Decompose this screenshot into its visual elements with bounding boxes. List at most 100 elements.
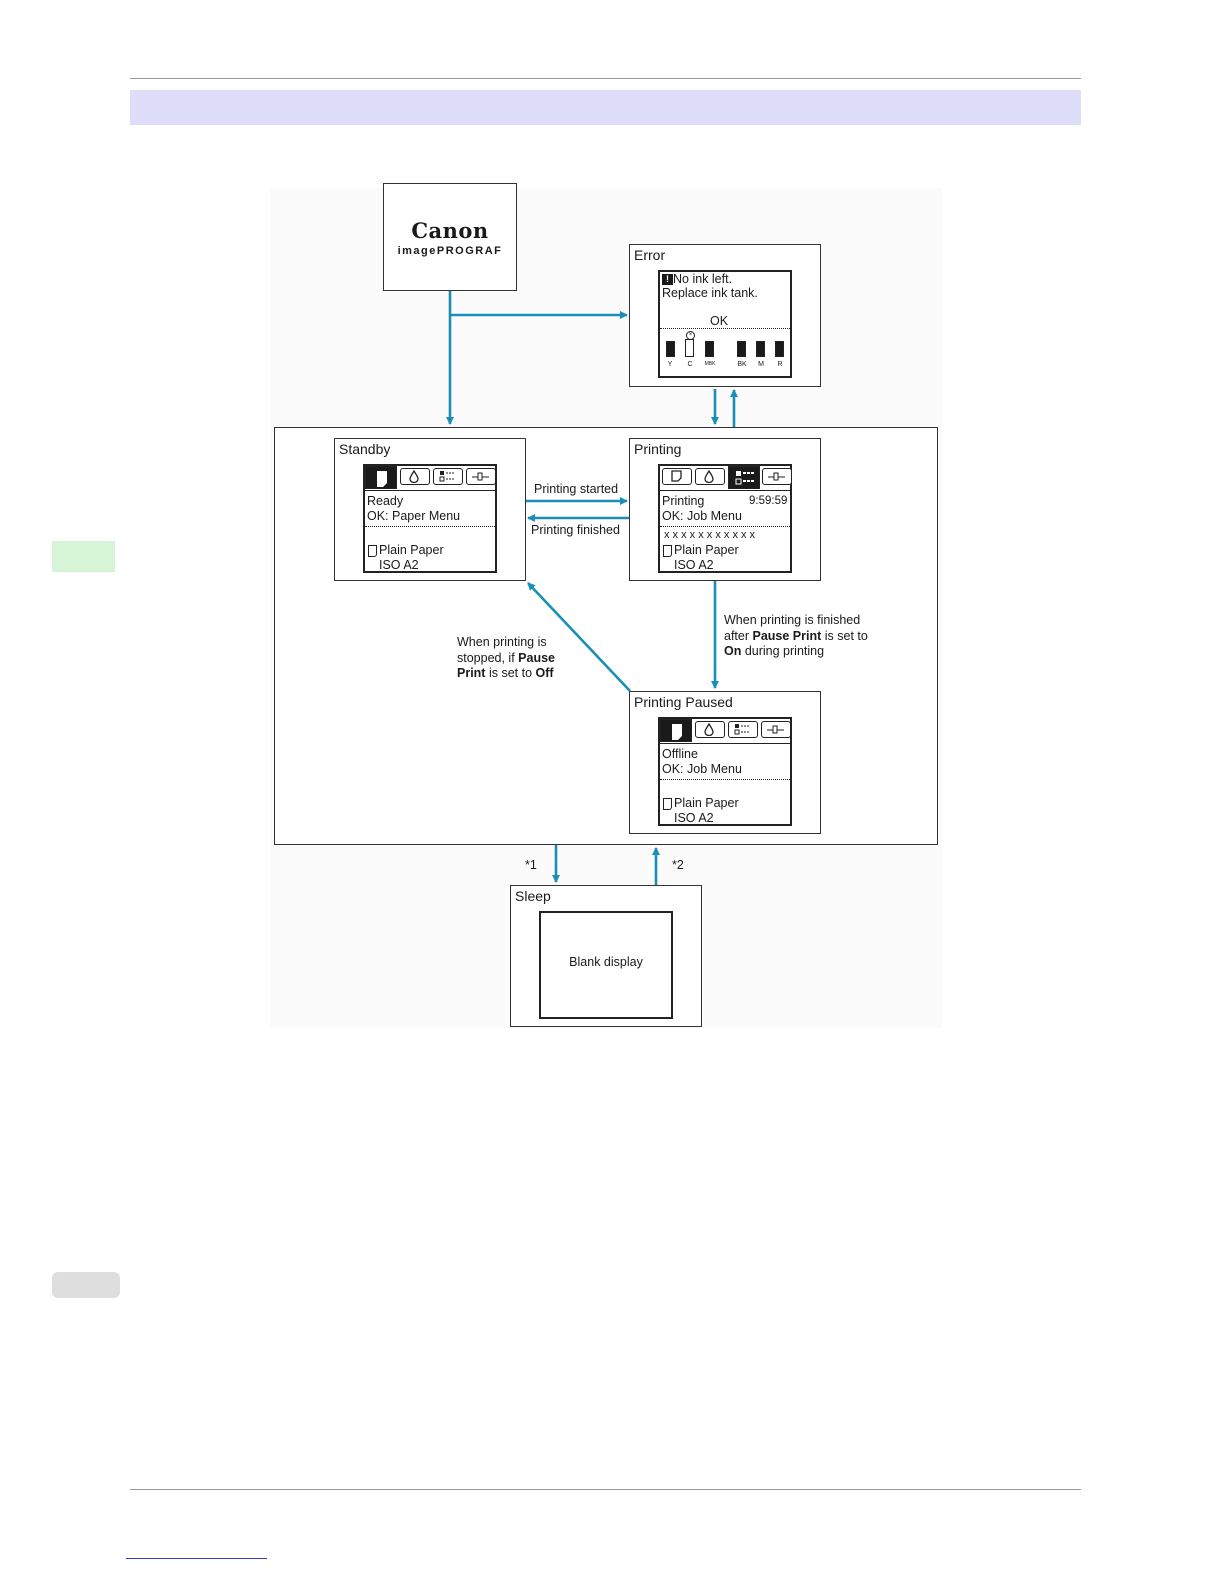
warning-icon: ! <box>662 274 673 285</box>
note-line: When printing is finished <box>724 613 861 627</box>
standby-ok[interactable]: OK: Paper Menu <box>367 509 461 523</box>
ink-tank-r <box>775 341 784 357</box>
paper-icon <box>672 724 682 740</box>
ink-tank-bk <box>737 341 746 357</box>
printing-ok[interactable]: OK: Job Menu <box>662 509 742 523</box>
paused-ok[interactable]: OK: Job Menu <box>662 762 742 776</box>
tab-settings[interactable] <box>761 721 791 738</box>
canon-logo-box: Canon imagePROGRAF <box>383 183 517 291</box>
section-title-band <box>130 90 1081 125</box>
paused-state-box: Printing Paused Offline OK: Job Menu Pla… <box>629 691 821 834</box>
lcd-tab-bar <box>660 466 792 491</box>
paused-paper: Plain Paper <box>674 796 739 810</box>
note-text: during printing <box>741 644 825 658</box>
error-state-box: Error ! No ink left. Replace ink tank. O… <box>629 244 821 387</box>
canon-brand: Canon <box>411 218 489 243</box>
paused-status: Offline <box>662 747 698 761</box>
tab-paper[interactable] <box>365 466 397 489</box>
lcd-divider <box>660 779 790 780</box>
stopped-transition-note: When printing is stopped, if Pause Print… <box>457 635 555 682</box>
printing-status: Printing <box>662 494 705 508</box>
ink-tank-y <box>666 341 675 357</box>
tab-ink[interactable] <box>400 468 430 485</box>
paused-transition-note: When printing is finished after Pause Pr… <box>724 613 868 660</box>
paused-lcd: Offline OK: Job Menu Plain Paper ISO A2 <box>658 717 792 826</box>
error-lcd: ! No ink left. Replace ink tank. OK × Y … <box>658 270 792 378</box>
standby-state-box: Standby Ready OK: Paper Menu Plain Paper… <box>334 438 526 581</box>
printing-paper: Plain Paper <box>674 543 739 557</box>
lcd-tab-bar <box>365 466 496 491</box>
ink-label-m: M <box>758 361 764 368</box>
blank-display-label: Blank display <box>569 955 643 969</box>
printing-size: ISO A2 <box>674 558 714 572</box>
note-text: stopped, if <box>457 650 519 665</box>
printing-finished-label: Printing finished <box>531 523 620 537</box>
tab-paper[interactable] <box>660 719 692 742</box>
printing-time: 9:59:59 <box>749 495 788 507</box>
ink-drop-icon <box>409 469 419 484</box>
ink-label-bk: BK <box>737 361 747 368</box>
error-label: Error <box>634 247 666 263</box>
footer-link-underline[interactable] <box>126 1558 267 1559</box>
tab-job[interactable] <box>728 721 758 738</box>
standby-lcd: Ready OK: Paper Menu Plain Paper ISO A2 <box>363 464 497 573</box>
tab-ink[interactable] <box>695 721 725 738</box>
job-list-icon <box>735 471 754 485</box>
error-line2: Replace ink tank. <box>662 286 758 300</box>
page-tab[interactable] <box>52 1272 120 1298</box>
ink-drop-icon <box>704 722 714 737</box>
paused-label: Printing Paused <box>634 694 733 710</box>
printing-label: Printing <box>634 441 682 457</box>
ink-label-mbk: MBK <box>704 361 716 367</box>
paper-icon <box>663 545 672 557</box>
note-line: stopped, if Pause <box>457 651 555 667</box>
printing-lcd: Printing 9:59:59 OK: Job Menu x x x x x … <box>658 464 792 573</box>
printing-state-box: Printing Printing 9:59:59 OK: Job Menu x… <box>629 438 821 581</box>
ink-drop-icon <box>704 469 714 484</box>
imageprograf-label: imagePROGRAF <box>397 245 503 257</box>
sleep-label: Sleep <box>515 888 551 904</box>
paper-icon <box>663 798 672 810</box>
printing-started-label: Printing started <box>534 482 619 496</box>
lcd-tab-bar <box>660 719 791 744</box>
note-line: Print is set to Off <box>457 666 555 682</box>
note-text: is set to <box>821 628 868 643</box>
sleep-lcd: Blank display <box>539 911 673 1019</box>
lcd-divider <box>365 526 495 527</box>
note-bold: Pause <box>518 650 555 665</box>
note-line: On during printing <box>724 644 868 660</box>
footnote-2: *2 <box>672 858 684 872</box>
ink-tank-m <box>756 341 765 357</box>
tab-job[interactable] <box>433 468 463 485</box>
standby-size: ISO A2 <box>379 558 419 572</box>
standby-status: Ready <box>367 494 404 508</box>
ink-label-r: R <box>777 361 783 368</box>
note-bold: Pause Print <box>752 628 822 643</box>
printing-job-name: x x x x x x x x x x x <box>664 529 756 541</box>
paper-icon <box>671 470 682 482</box>
standby-label: Standby <box>339 441 391 457</box>
tab-settings[interactable] <box>466 468 496 485</box>
note-bold: Off <box>535 666 554 680</box>
tab-job[interactable] <box>728 466 760 489</box>
tab-settings[interactable] <box>762 468 792 485</box>
note-line: When printing is <box>457 635 547 649</box>
error-ok[interactable]: OK <box>710 314 729 328</box>
tab-paper[interactable] <box>662 468 692 485</box>
note-text: after <box>724 628 753 643</box>
ink-label-y: Y <box>667 361 673 368</box>
note-line: after Pause Print is set to <box>724 629 868 645</box>
ink-label-c: C <box>687 361 693 368</box>
paper-icon <box>368 545 377 557</box>
settings-icon <box>767 725 784 734</box>
sleep-state-box: Sleep Blank display <box>510 885 702 1027</box>
lcd-divider <box>660 526 790 527</box>
paper-icon <box>377 471 387 487</box>
footnote-1: *1 <box>525 858 537 872</box>
top-rule <box>130 78 1081 79</box>
note-bold: Print <box>457 666 486 680</box>
ink-tank-mbk <box>705 341 714 357</box>
chapter-tab[interactable] <box>52 541 115 572</box>
tab-ink[interactable] <box>695 468 725 485</box>
job-list-icon <box>439 471 455 482</box>
